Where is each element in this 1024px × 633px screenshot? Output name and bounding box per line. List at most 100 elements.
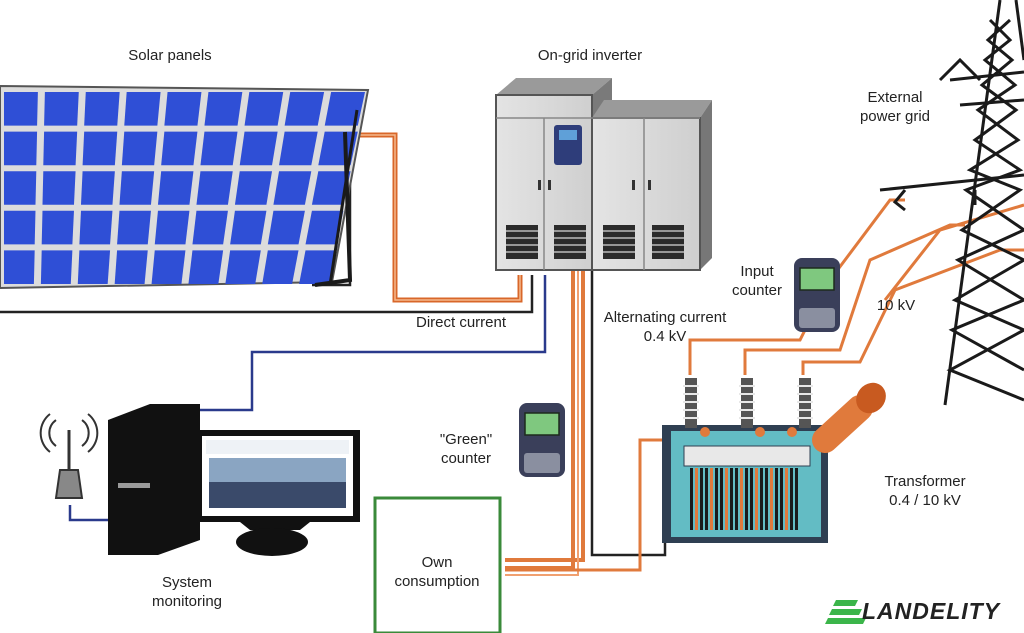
solar-cell [121, 131, 158, 166]
solar-cell [305, 210, 344, 245]
solar-cell [79, 210, 113, 245]
solar-cell [311, 171, 351, 205]
input-counter-line-1: Input [740, 263, 774, 280]
coil-stripe [795, 468, 798, 530]
solar-cell [318, 131, 358, 166]
on-grid-inverter [495, 78, 712, 271]
solar-cell [44, 92, 79, 126]
system-monitoring-line-1: System [161, 574, 212, 591]
solar-cell [225, 250, 261, 284]
solar-cell [161, 131, 198, 166]
coil-stripe [710, 468, 713, 530]
solar-cell [157, 171, 194, 205]
solar-cell [188, 250, 224, 284]
solar-cell [196, 171, 233, 205]
label-inverter: On-grid inverter [515, 46, 665, 65]
transformer-line-1: Transformer [884, 473, 966, 490]
solar-cell [4, 250, 35, 284]
solar-cell [151, 250, 186, 284]
external-grid-line-1: External [867, 89, 923, 106]
coil-stripe [730, 468, 733, 530]
brand-name: LANDELITY [862, 598, 1001, 624]
label-transformer: Transformer 0.4 / 10 kV [870, 472, 980, 510]
coil-stripe [700, 468, 703, 530]
solar-cell [84, 92, 120, 126]
transmission-tower [879, 0, 1024, 406]
input-counter-meter [794, 258, 840, 332]
dc-wires [350, 132, 523, 303]
coil-stripe [735, 468, 738, 530]
system-monitoring-line-2: monitoring [151, 593, 223, 610]
coil-stripe [745, 468, 748, 530]
monitoring-antenna [39, 413, 99, 499]
solar-cell [262, 250, 299, 284]
solar-cell [119, 171, 155, 205]
coil-stripe [790, 468, 793, 530]
coil-stripe [765, 468, 768, 530]
coil-stripe [695, 468, 698, 530]
solar-cell [114, 250, 148, 284]
input-counter-line-2: counter [731, 282, 783, 299]
label-direct-current: Direct current [396, 313, 526, 332]
solar-cell [230, 210, 267, 245]
solar-cell [204, 92, 243, 126]
own-consumption-box [373, 496, 502, 633]
computer-tower [108, 404, 200, 555]
data-cable [68, 275, 547, 522]
coil-stripe [750, 468, 753, 530]
coil-stripe [780, 468, 783, 530]
inverter-text: On-grid inverter [537, 47, 643, 64]
coil-stripe [720, 468, 723, 530]
transformer-line-2: 0.4 / 10 kV [889, 492, 961, 509]
label-solar-panels: Solar panels [110, 46, 230, 65]
solar-cell [4, 131, 38, 166]
label-grid-voltage: 10 kV [866, 296, 926, 315]
monitor [195, 430, 360, 556]
solar-cell [200, 131, 238, 166]
coil-stripe [760, 468, 763, 530]
label-green-counter: "Green" counter [426, 430, 506, 468]
solar-cell [164, 92, 202, 126]
transformer-tank [812, 382, 886, 453]
panel-cells [4, 92, 365, 284]
solar-cell [279, 131, 318, 166]
coil-stripe [725, 468, 728, 530]
solar-cell [4, 92, 38, 126]
alternating-current-line-1: Alternating current [603, 309, 727, 326]
direct-current-text: Direct current [415, 314, 507, 331]
coil-stripe [755, 468, 758, 530]
external-grid-line-2: power grid [859, 108, 931, 125]
solar-cell [4, 210, 36, 245]
label-system-monitoring: System monitoring [132, 573, 242, 611]
coil-stripe [770, 468, 773, 530]
own-consumption-line-1: Own [421, 554, 453, 571]
solar-cell [192, 210, 228, 245]
coil-stripe [740, 468, 743, 530]
own-consumption-line-2: consumption [394, 573, 480, 590]
solar-cell [77, 250, 111, 284]
solar-panel-array [0, 84, 370, 290]
green-counter-line-2: counter [440, 450, 492, 467]
solar-cell [43, 131, 78, 166]
coil-stripe [715, 468, 718, 530]
transformer-coil [690, 468, 798, 530]
solar-cell [4, 171, 37, 205]
solar-panels-text: Solar panels [128, 47, 212, 64]
green-counter-line-1: "Green" [439, 431, 493, 448]
brand-logo: LANDELITY [826, 594, 1016, 626]
solar-cell [82, 131, 118, 166]
solar-cell [284, 92, 325, 126]
label-own-consumption: Own consumption [382, 553, 492, 591]
solar-cell [244, 92, 284, 126]
solar-cell [117, 210, 151, 245]
green-counter-meter [519, 403, 565, 477]
solar-cell [273, 171, 312, 205]
solar-cell [239, 131, 278, 166]
solar-cell [41, 210, 74, 245]
solar-cell [154, 210, 190, 245]
grid-voltage-text: 10 kV [876, 297, 916, 314]
solar-cell [234, 171, 273, 205]
solar-cell [40, 250, 73, 284]
